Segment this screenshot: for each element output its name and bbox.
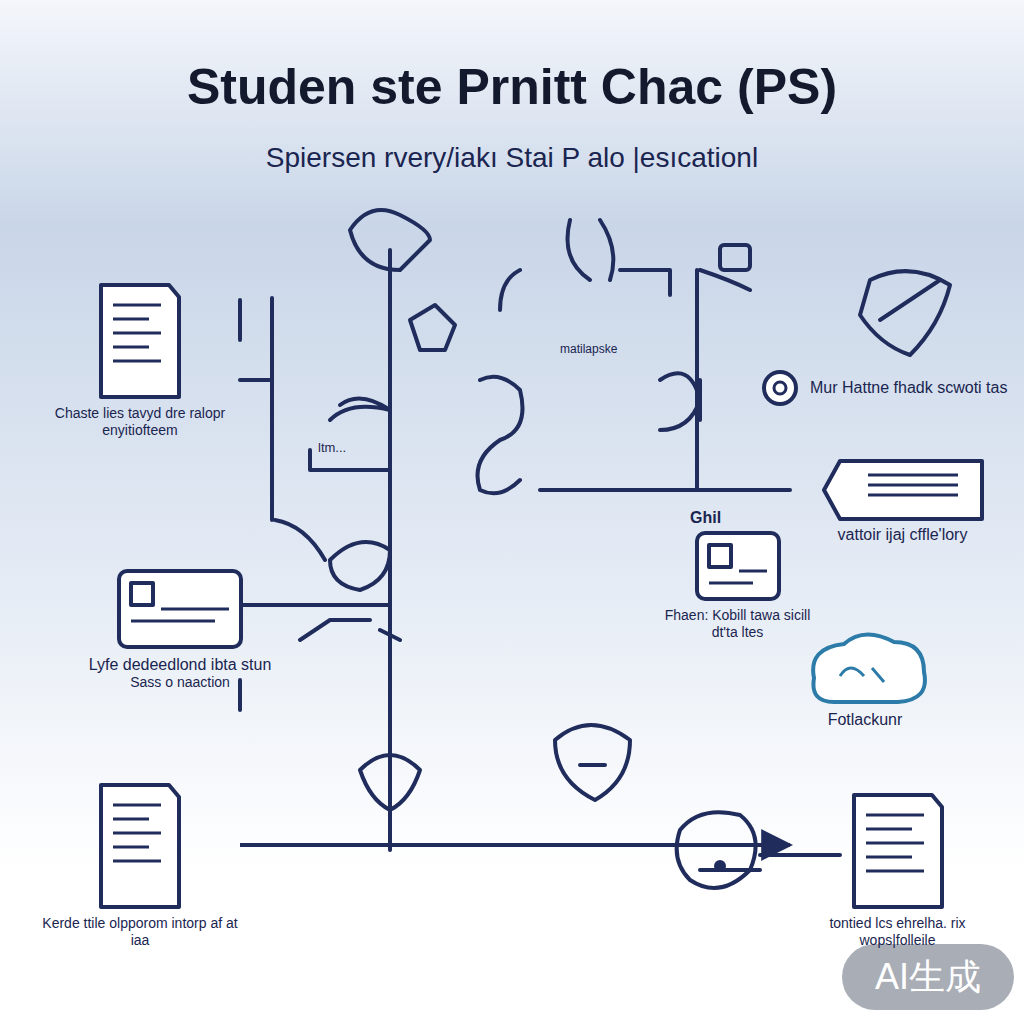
card-icon — [693, 527, 783, 607]
text-label: matilapske — [560, 342, 617, 356]
tag-icon — [818, 455, 988, 525]
icon-node: Kerde ttile olpporom intorp af at iaa — [40, 775, 240, 949]
node-text: Lyfe dedeedlond ibta stun — [30, 655, 330, 674]
cloud-icon — [800, 628, 930, 710]
card-icon — [115, 565, 245, 655]
text-label: ltm... — [318, 440, 346, 455]
icon-node: Mur Hattne fhadk scwoti tas — [760, 368, 1015, 408]
doc-icon — [848, 785, 948, 915]
node-text: tontied lcs ehrelha. rix wops|folleile — [790, 915, 1005, 949]
watermark: AI生成 — [842, 944, 1014, 1010]
node-text: Mur Hattne fhadk scwoti tas — [810, 378, 1007, 397]
text-label: Spiersen rvery/iakı Stai P alo |esıcatio… — [0, 142, 1024, 174]
doc-icon — [95, 275, 185, 405]
circle-icon — [760, 368, 800, 408]
node-text: vattoir ijaj cffle'lory — [795, 525, 1010, 544]
node-text: Sass o naaction — [30, 674, 330, 691]
icon-node: Fotlackunr — [790, 628, 940, 729]
icon-node: tontied lcs ehrelha. rix wops|folleile — [790, 785, 1005, 949]
node-text: Kerde ttile olpporom intorp af at iaa — [40, 915, 240, 949]
node-text: Fotlackunr — [790, 710, 940, 729]
node-text: Chaste lies tavyd dre ralopr enyitioftee… — [40, 405, 240, 439]
icon-node: vattoir ijaj cffle'lory — [795, 455, 1010, 544]
icon-node: Lyfe dedeedlond ibta stunSass o naaction — [30, 565, 330, 691]
icon-node: GhilFhaen: Kobill tawa sicill dt'ta ltes — [650, 508, 825, 641]
node-text: Fhaen: Kobill tawa sicill dt'ta ltes — [650, 607, 825, 641]
doc-icon — [95, 775, 185, 915]
diagram-title: Studen ste Prnitt Chac (PS) — [0, 58, 1024, 116]
node-heading: Ghil — [650, 508, 825, 527]
icon-node: Chaste lies tavyd dre ralopr enyitioftee… — [40, 275, 240, 439]
flow-arrow — [240, 843, 790, 847]
